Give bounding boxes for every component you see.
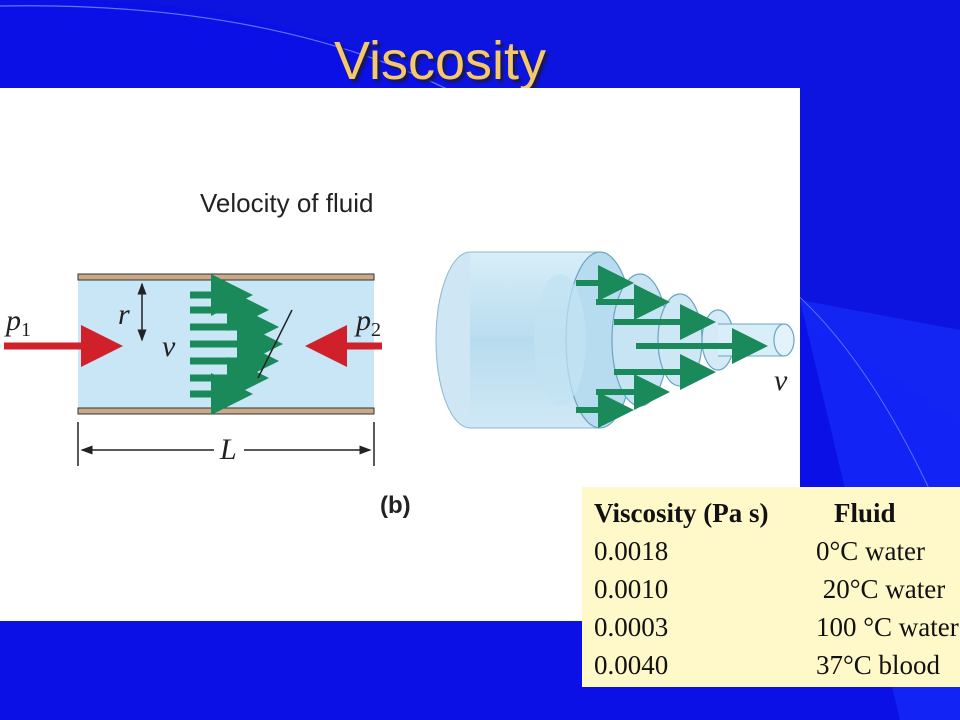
viscosity-value: 0.0010 xyxy=(594,574,669,604)
p1-label: p1 xyxy=(4,304,31,341)
slide-title: Viscosity xyxy=(333,31,547,91)
viscosity-table: Viscosity (Pa s) Fluid 0.0018 0°C water … xyxy=(582,487,960,687)
panel-label: (b) xyxy=(380,492,411,519)
viscosity-value: 0.0003 xyxy=(594,612,669,642)
velocity-leader-line xyxy=(257,309,293,379)
v-label-right: v xyxy=(774,364,788,397)
column-header-fluid: Fluid xyxy=(834,498,896,528)
p2-label: p2 xyxy=(354,304,381,341)
cylinder-velocity-arrows xyxy=(576,265,768,428)
fluid-name: 37°C blood xyxy=(816,650,941,680)
column-header-viscosity: Viscosity (Pa s) xyxy=(594,498,769,528)
velocity-of-fluid-label: Velocity of fluid xyxy=(200,188,373,218)
telescoping-cylinders xyxy=(435,251,795,429)
L-label: L xyxy=(219,433,237,466)
length-marker xyxy=(77,422,375,466)
fluid-name: 0°C water xyxy=(816,536,926,566)
v-label: v xyxy=(162,330,176,363)
r-label: r xyxy=(118,298,130,331)
fluid-name: 100 °C water xyxy=(816,612,959,642)
viscosity-value: 0.0040 xyxy=(594,650,669,680)
fluid-name: 20°C water xyxy=(816,574,946,604)
velocity-arrows xyxy=(190,274,283,415)
viscosity-value: 0.0018 xyxy=(594,536,669,566)
